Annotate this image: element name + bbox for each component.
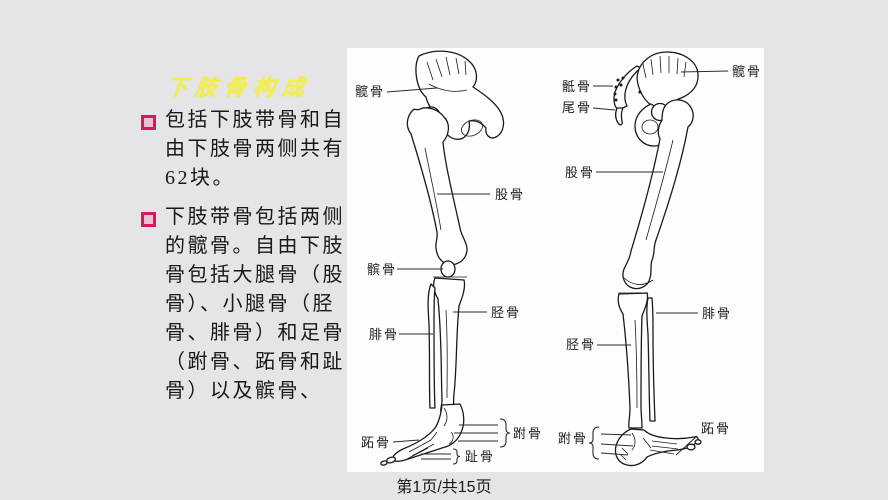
label-fibula-front: 腓骨: [369, 327, 399, 342]
sacrum-bone: [613, 65, 642, 111]
label-tarsal-lateral: 跗骨: [558, 431, 588, 446]
femur-bone-lateral: [622, 99, 694, 290]
label-fibula-lateral: 腓骨: [702, 306, 732, 321]
label-sacrum: 骶骨: [562, 79, 592, 94]
coccyx-bone: [614, 107, 624, 126]
bullet-square-icon: [141, 115, 156, 130]
page-indicator: 第1页/共15页: [396, 479, 492, 496]
fibula-bone: [427, 283, 436, 409]
leader-lines: [386, 70, 729, 460]
page-title: 下肢骨构成: [164, 75, 313, 100]
bullet-text: 下肢带骨包括两侧的髋骨。自由下肢骨包括大腿骨（股骨）、小腿骨（胫骨、腓骨）和足骨…: [165, 206, 345, 402]
list-item: 下肢带骨包括两侧的髋骨。自由下肢骨包括大腿骨（股骨）、小腿骨（胫骨、腓骨）和足骨…: [141, 203, 361, 406]
label-coccyx: 尾骨: [562, 100, 592, 115]
diagram-panel: 髋骨 股骨 髌骨 胫骨 腓骨 跖骨 跗骨 趾骨 骶骨 尾骨 髋骨 股骨 腓骨 胫…: [347, 48, 764, 472]
lateral-view-figure: [613, 51, 702, 467]
foot-bones: [392, 403, 465, 462]
label-phalanx: 趾骨: [465, 449, 495, 464]
fibula-bone-lateral: [646, 297, 656, 422]
label-femur-front: 股骨: [495, 187, 525, 202]
label-hip-lateral: 髋骨: [732, 64, 762, 79]
tarsal-brace-right: [588, 426, 600, 460]
bone-labels: 髋骨 股骨 髌骨 胫骨 腓骨 跖骨 跗骨 趾骨 骶骨 尾骨 髋骨 股骨 腓骨 胫…: [355, 64, 762, 464]
list-item: 包括下肢带骨和自由下肢骨两侧共有62块。: [141, 106, 361, 193]
label-hip-front: 髋骨: [355, 84, 385, 99]
tarsal-brace-left: [499, 418, 511, 448]
label-tibia-front: 胫骨: [491, 305, 521, 320]
bullet-text: 包括下肢带骨和自由下肢骨两侧共有62块。: [165, 109, 345, 189]
label-tibia-lateral: 胫骨: [566, 337, 596, 352]
label-metatarsal-front: 跖骨: [361, 435, 391, 450]
patella-bone: [440, 260, 456, 278]
label-metatarsal-lateral: 跖骨: [701, 421, 731, 436]
label-femur-lateral: 股骨: [565, 165, 595, 180]
front-view-figure: [380, 50, 505, 466]
tibia-bone-lateral: [617, 292, 649, 429]
tibia-bone: [432, 277, 466, 413]
label-patella: 髌骨: [367, 262, 397, 277]
femur-bone: [406, 107, 468, 266]
phalanx-brace: [452, 448, 461, 465]
lower-limb-skeleton-diagram: 髋骨 股骨 髌骨 胫骨 腓骨 跖骨 跗骨 趾骨 骶骨 尾骨 髋骨 股骨 腓骨 胫…: [355, 50, 762, 467]
bullet-square-icon: [141, 212, 156, 227]
label-tarsal-front: 跗骨: [513, 426, 543, 441]
